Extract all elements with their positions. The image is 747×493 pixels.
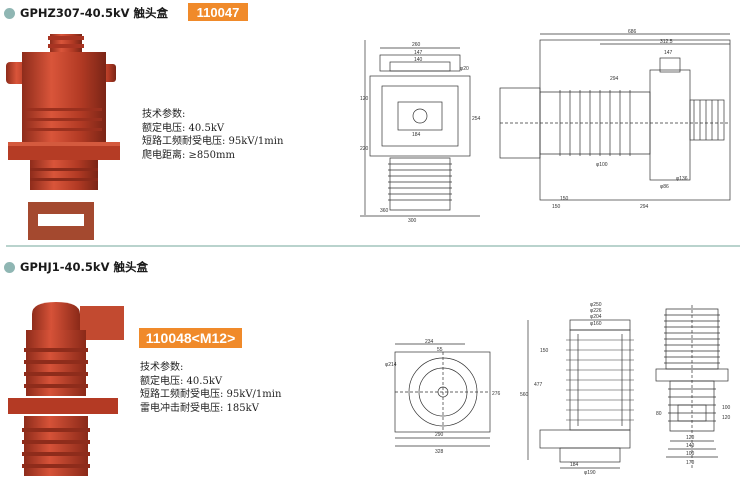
product-photo-contact-box: [6, 34, 120, 240]
technical-specs: 技术参数: 额定电压: 40.5kV 短路工频耐受电压: 95kV/1min 雷…: [140, 361, 281, 415]
dim-label: 150: [552, 204, 561, 210]
spec-lightning-impulse: 雷电冲击耐受电压: 185kV: [140, 402, 259, 414]
section-bullet-icon: [4, 8, 15, 19]
dim-label: 560: [520, 392, 529, 398]
dim-label: 290: [435, 432, 444, 438]
dim-label: 100: [722, 405, 731, 411]
dim-label: 477: [534, 382, 543, 388]
dim-label: 100: [686, 451, 695, 457]
dim-label: 120: [686, 435, 695, 441]
dim-label: 120: [360, 96, 369, 102]
product-title: GPHZ307-40.5kV 触头盒: [20, 6, 169, 20]
dim-label: φ250: [590, 302, 602, 308]
dim-label: 140: [414, 57, 423, 63]
dim-label: 147: [664, 50, 673, 56]
dim-label: 260: [412, 42, 421, 48]
dim-label: 150: [540, 348, 549, 354]
dim-label: φ136: [676, 176, 688, 182]
spec-heading: 技术参数:: [142, 109, 186, 120]
dim-label: 686: [628, 29, 637, 35]
dim-label: φ86: [660, 184, 669, 190]
dim-label: 294: [640, 204, 649, 210]
dim-label: φ20: [460, 66, 469, 72]
dim-label: 147: [414, 50, 423, 56]
dim-label: 140: [686, 443, 695, 449]
dim-label: φ160: [590, 321, 602, 327]
dim-label: 120: [722, 415, 731, 421]
dim-label: φ226: [590, 308, 602, 314]
dim-label: 300: [408, 218, 417, 224]
dim-label: φ190: [584, 470, 596, 476]
spec-heading: 技术参数:: [140, 362, 184, 373]
product-code-badge: 110048<M12>: [139, 328, 242, 348]
dim-label: 312.5: [660, 39, 673, 45]
product-code-badge: 110047: [188, 3, 248, 21]
dim-label: φ100: [596, 162, 608, 168]
top-view-drawing: 234 55 276 290 328 φ214: [385, 339, 501, 455]
product-title: GPHJ1-40.5kV 触头盒: [20, 260, 148, 274]
spec-withstand-voltage: 短路工频耐受电压: 95kV/1min: [142, 136, 284, 147]
dim-label: 170: [686, 460, 695, 466]
spec-creepage-distance: 爬电距离: ≥850mm: [142, 149, 235, 161]
spec-rated-voltage: 额定电压: 40.5kV: [142, 122, 225, 134]
side-view-drawing: 686 312.5 147 294 150 φ100 φ86 φ136 150 …: [499, 29, 731, 210]
technical-specs: 技术参数: 额定电压: 40.5kV 短路工频耐受电压: 95kV/1min 爬…: [142, 108, 283, 162]
dim-label: 220: [360, 146, 369, 152]
dim-label: 254: [472, 116, 481, 122]
section-bullet-icon: [4, 262, 15, 273]
spec-withstand-voltage: 短路工频耐受电压: 95kV/1min: [140, 389, 282, 400]
side-elevation-drawing: 80 100 120 120 140 170 100: [655, 305, 731, 470]
dim-label: 276: [492, 391, 501, 397]
dim-label: 360: [380, 208, 389, 214]
front-view-drawing: 260 147 140 120 220 254 300 360 184 φ20: [360, 40, 481, 224]
dim-label: φ214: [385, 362, 397, 368]
section-divider: [6, 245, 740, 247]
dim-label: 184: [412, 132, 421, 138]
section-view-drawing: φ250 φ226 φ204 φ160 150 477 560 184 φ190: [520, 302, 634, 476]
dim-label: 234: [425, 339, 434, 345]
spec-rated-voltage: 额定电压: 40.5kV: [140, 375, 223, 387]
dim-label: 80: [656, 411, 662, 417]
product-photo-contact-box: [8, 302, 124, 476]
dim-label: 328: [435, 449, 444, 455]
dim-label: 55: [437, 347, 443, 353]
dim-label: φ204: [590, 314, 602, 320]
dim-label: 150: [560, 196, 569, 202]
dim-label: 184: [570, 462, 579, 468]
dim-label: 294: [610, 76, 619, 82]
